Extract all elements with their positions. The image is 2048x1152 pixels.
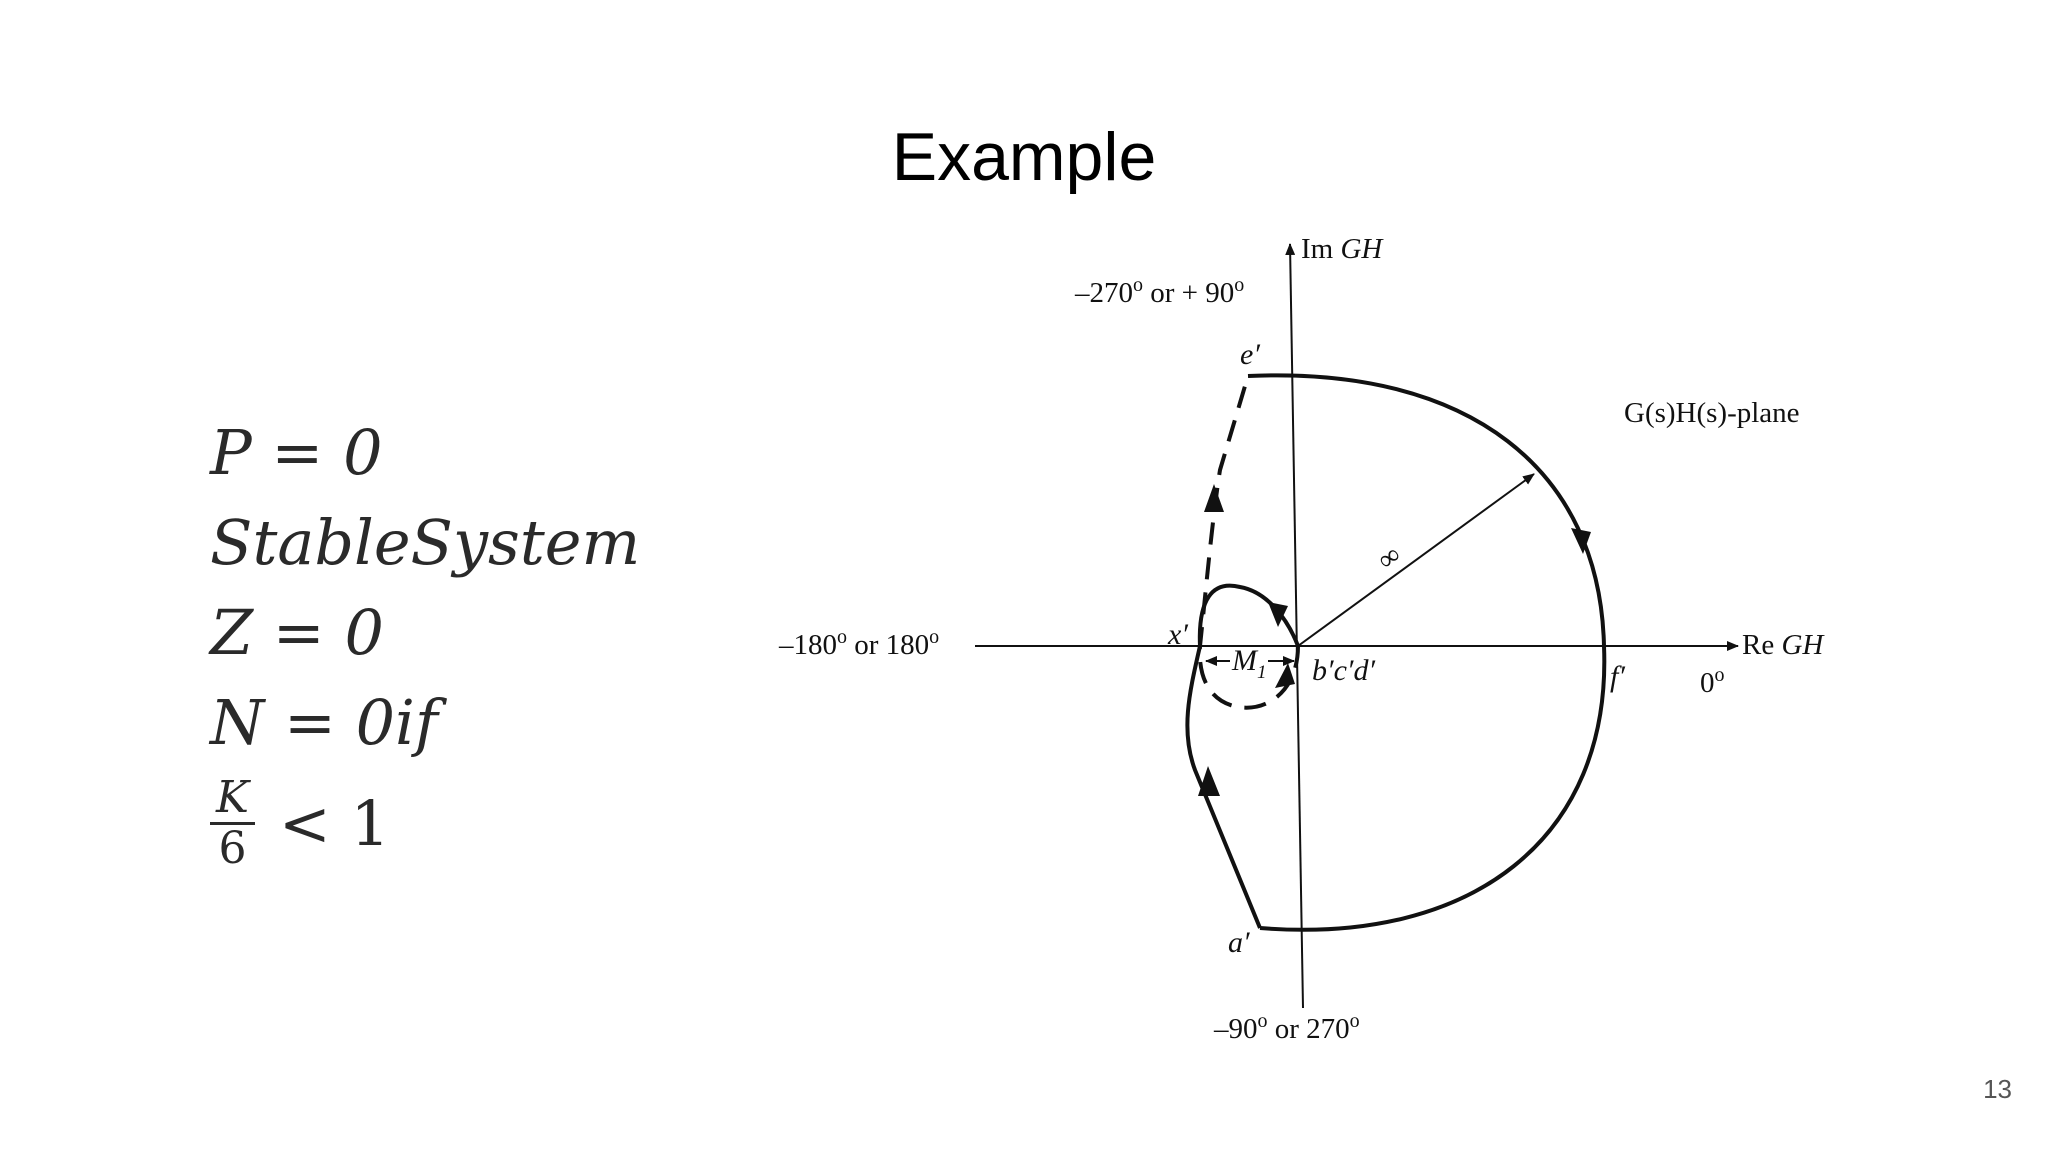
- right-angle-label: 0o: [1700, 664, 1725, 699]
- m1-label: M1: [1231, 644, 1267, 683]
- equation-k-condition: K 6 < 1: [210, 768, 640, 878]
- im-axis-label: Im GH: [1301, 233, 1384, 265]
- im-axis: [1285, 243, 1304, 1009]
- fraction-denominator: 6: [218, 822, 247, 874]
- dashed-up-arrowhead: [1204, 484, 1224, 512]
- fraction-k-over-6: K 6: [210, 773, 255, 874]
- bottom-angle-label: –90o or 270o: [1213, 1010, 1360, 1045]
- equation-z: Z = 0: [210, 596, 384, 669]
- equation-n: N = 0if: [210, 686, 438, 759]
- equation-p: P = 0: [210, 416, 383, 489]
- top-angle-label: –270o or + 90o: [1074, 274, 1244, 309]
- infinite-arc-curve: [1247, 373, 1607, 932]
- equation-stable-system: StableSystem: [210, 506, 641, 579]
- slide-title: Example: [891, 119, 1157, 195]
- point-x-label: x′: [1167, 618, 1188, 651]
- radius-arrow: [1297, 473, 1535, 647]
- dashed-inner-arrowhead: [1275, 663, 1295, 688]
- negative-frequency-curve: [1197, 375, 1300, 710]
- fraction-numerator: K: [210, 773, 255, 825]
- re-axis-label: Re GH: [1742, 629, 1825, 661]
- left-angle-label: –180o or 180o: [778, 626, 939, 661]
- point-f-label: f′: [1610, 660, 1625, 693]
- rising-arrowhead: [1198, 766, 1220, 796]
- arc-arrowhead: [1571, 528, 1591, 554]
- points-bcd-label: b′c′d′: [1312, 654, 1375, 687]
- loop-arrowhead: [1268, 602, 1288, 627]
- positive-frequency-curve: [1185, 583, 1300, 929]
- plane-label: G(s)H(s)-plane: [1624, 397, 1800, 429]
- point-a-label: a′: [1228, 926, 1250, 959]
- point-e-label: e′: [1240, 338, 1260, 371]
- fraction-relation: < 1: [278, 786, 390, 860]
- equation-block: P = 0 StableSystem Z = 0 N = 0if K 6 < 1: [210, 408, 640, 878]
- page-number: 13: [1983, 1074, 2012, 1104]
